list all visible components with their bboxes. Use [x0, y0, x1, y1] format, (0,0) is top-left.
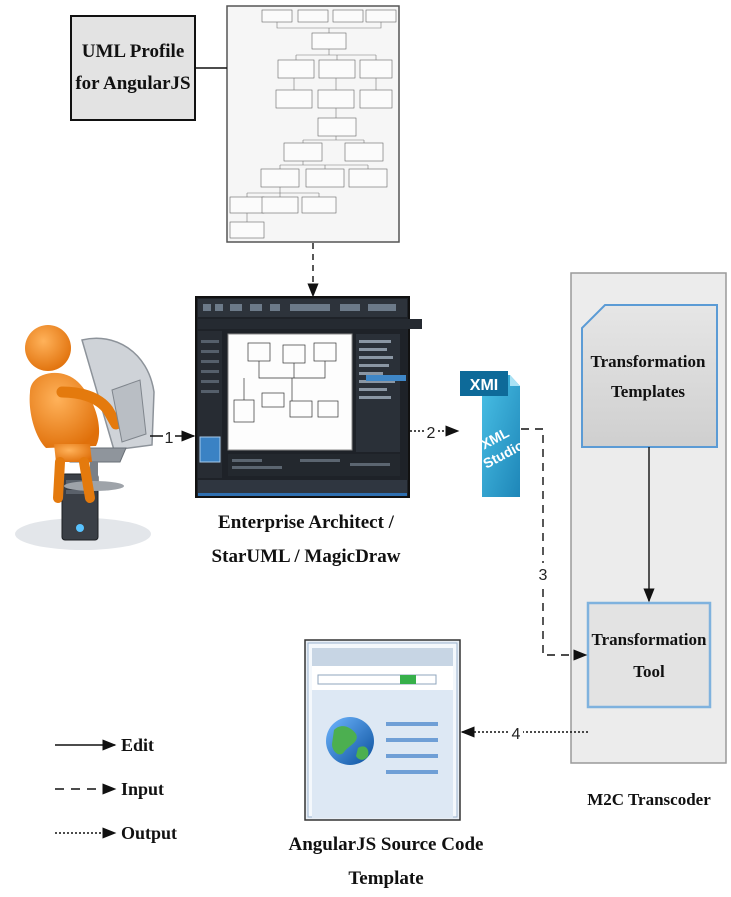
legend: Edit Input Output	[55, 735, 177, 843]
step-3-label: 3	[539, 567, 548, 584]
user-at-computer-icon	[15, 325, 155, 550]
tool-label-line1: Enterprise Architect /	[218, 512, 395, 533]
uml-profile-box: UML Profile for AngularJS	[70, 15, 196, 121]
uml-profile-line1: UML Profile	[82, 41, 185, 62]
xmi-file-icon: XMI XML Studio	[460, 371, 526, 497]
tool-label-line2: StarUML / MagicDraw	[212, 546, 401, 567]
output-label-line2: Template	[348, 868, 423, 889]
templates-line1: Transformation	[591, 352, 706, 371]
modeling-tool-screenshot	[195, 296, 422, 498]
uml-profile-diagram	[226, 5, 400, 243]
uml-profile-line2: for AngularJS	[75, 73, 190, 94]
input-arrow-3	[521, 428, 588, 661]
tool-line1: Transformation	[592, 630, 707, 649]
legend-input-label: Input	[121, 779, 164, 799]
transformation-templates-box: Transformation Templates	[581, 304, 718, 448]
transformation-tool-box: Transformation Tool	[586, 601, 712, 709]
step-2-label: 2	[427, 425, 436, 442]
xmi-tag-label: XMI	[470, 377, 498, 394]
tool-line2: Tool	[633, 662, 665, 681]
legend-output-label: Output	[121, 823, 177, 843]
step-1-label: 1	[165, 430, 174, 447]
templates-line2: Templates	[611, 382, 685, 401]
m2c-transcoder-label: M2C Transcoder	[587, 790, 711, 809]
step-4-label: 4	[512, 726, 521, 743]
source-code-template-icon	[304, 639, 461, 821]
legend-edit-label: Edit	[121, 735, 154, 755]
output-label-line1: AngularJS Source Code	[289, 834, 484, 855]
